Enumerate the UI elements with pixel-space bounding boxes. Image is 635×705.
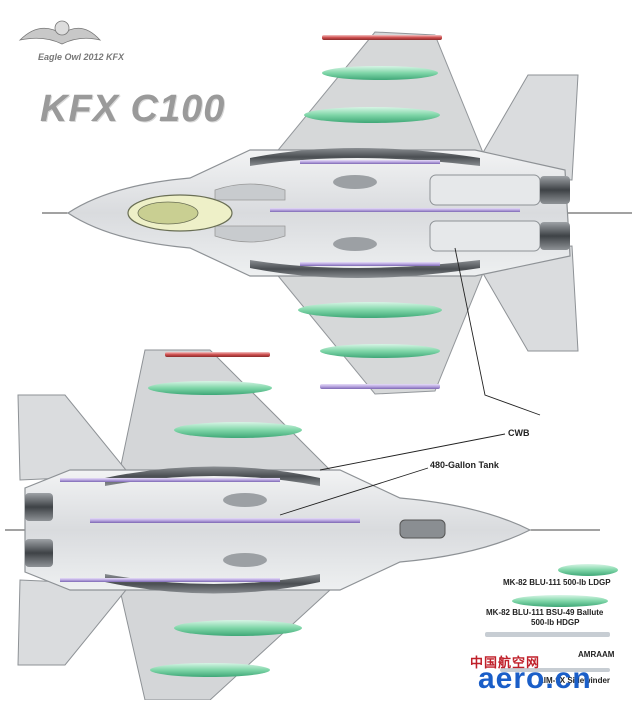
eagle-owl-logo-icon [18, 20, 102, 45]
page-title: KFX C100 [40, 88, 226, 130]
top-stores [298, 35, 442, 389]
top-aircraft [42, 31, 632, 395]
logo-caption: Eagle Owl 2012 KFX [38, 52, 125, 62]
callout-cwb: CWB [508, 428, 530, 438]
legend-icon-ldgp [558, 564, 618, 576]
store-bomb [320, 344, 440, 358]
watermark-en: aero.cn [478, 662, 592, 695]
legend-amraam-label: AMRAAM [578, 650, 615, 659]
bottom-tail-upper [17, 394, 132, 481]
bottom-aircraft [5, 349, 600, 701]
top-nozzle-lower [540, 222, 570, 250]
store-red-missile [322, 35, 442, 40]
watermark-cn: 中国航空网 [470, 656, 541, 671]
store-bomb [174, 422, 302, 438]
store-bomb [298, 302, 442, 318]
legend-hdgp-label-2: 500-lb HDGP [531, 618, 580, 627]
legend-icon-sidewinder [500, 668, 610, 672]
bottom-stores [148, 352, 302, 677]
bottom-cockpit [399, 519, 446, 539]
callout-lines [279, 247, 541, 516]
bottom-wing-lower [119, 589, 332, 701]
store-bomb [174, 620, 302, 636]
store-red-missile [165, 352, 270, 357]
bottom-nozzle-lower [25, 539, 53, 567]
top-wing-upper [268, 31, 489, 166]
legend-icon-hdgp [512, 595, 608, 607]
store-bomb [304, 107, 440, 123]
bottom-tail-lower [17, 579, 132, 666]
legend-icons [485, 564, 618, 672]
bottom-nozzle-upper [25, 493, 53, 521]
legend-hdgp-label: MK-82 BLU-111 BSU-49 Ballute [486, 608, 604, 617]
legend-icon-amraam [485, 632, 610, 637]
top-wing-lower [268, 260, 489, 395]
bottom-fuselage [24, 469, 532, 591]
top-nozzle-upper [540, 176, 570, 204]
bottom-wing-upper [119, 349, 332, 471]
store-bomb [322, 66, 438, 80]
store-bomb [150, 663, 270, 677]
store-bomb [148, 381, 272, 395]
store-violet-missile [320, 384, 440, 389]
legend-ldgp-label: MK-82 BLU-111 500-lb LDGP [503, 578, 611, 587]
callout-tank: 480-Gallon Tank [430, 460, 499, 470]
legend-sidewinder-label: AIM-9X Sidewinder [538, 676, 611, 685]
